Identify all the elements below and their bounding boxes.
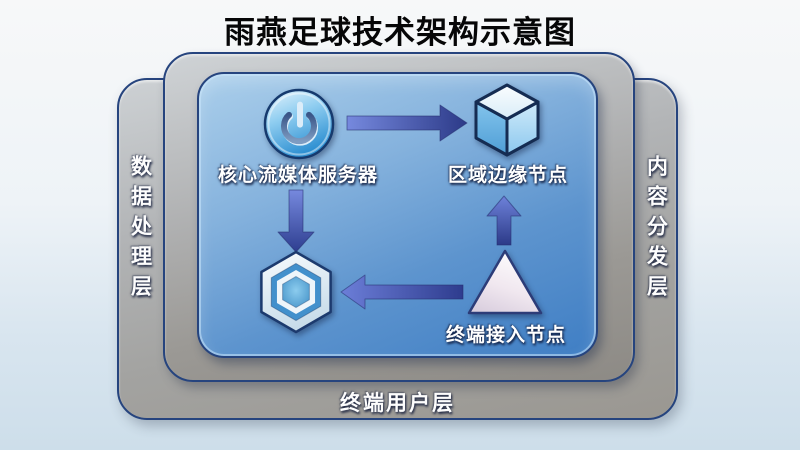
page-title: 雨燕足球技术架构示意图 <box>224 15 576 50</box>
cube-icon <box>474 83 540 157</box>
edge-node-label: 区域边缘节点 <box>447 165 568 186</box>
power-icon <box>263 88 335 160</box>
hexagon-icon <box>260 250 332 334</box>
triangle-icon <box>467 249 543 315</box>
layer-label-data-processing: 数据处理层 <box>128 155 152 305</box>
terminal-node-label: 终端接入节点 <box>445 325 566 346</box>
layer-label-content-distribution: 内容分发层 <box>644 155 668 305</box>
core-server-label: 核心流媒体服务器 <box>217 165 378 186</box>
layer-label-end-user: 终端用户层 <box>340 392 455 415</box>
